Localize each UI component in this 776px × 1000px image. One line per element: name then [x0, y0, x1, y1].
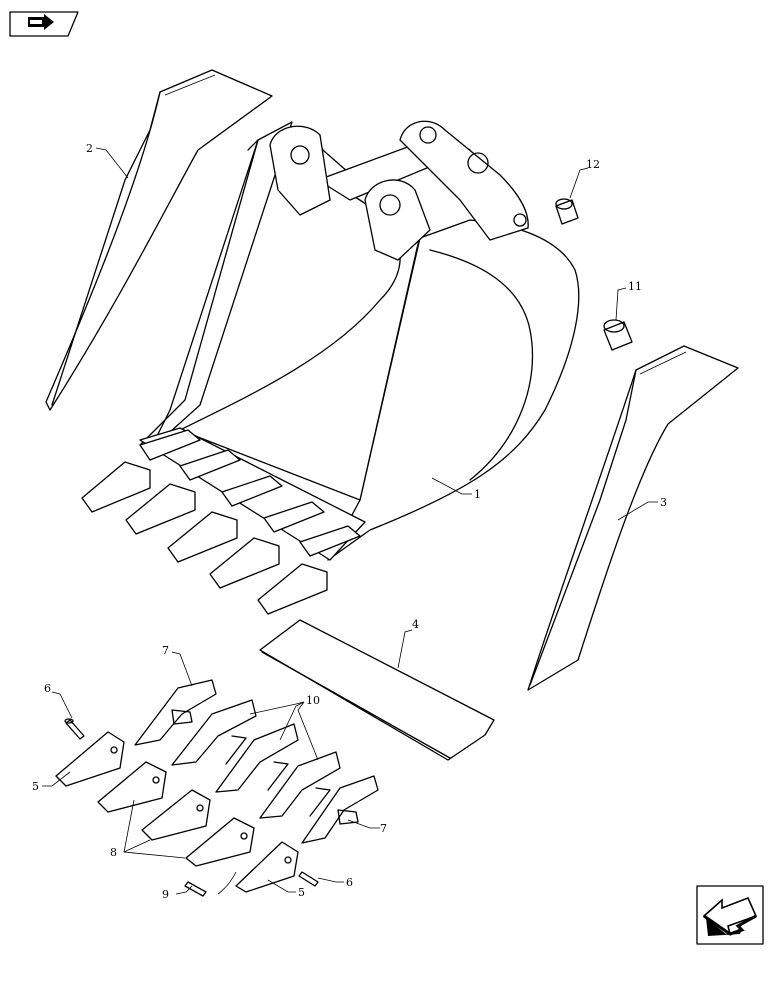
bucket-teeth-row — [81, 429, 361, 615]
callout-11: 11 — [628, 280, 642, 293]
bushing-small — [555, 198, 579, 225]
callout-9: 9 — [162, 888, 169, 901]
bucket-assembly — [81, 120, 580, 615]
tooth-points-group — [171, 699, 341, 819]
bushing-large — [603, 319, 633, 351]
callout-4: 4 — [412, 618, 419, 631]
callout-6a: 6 — [44, 682, 51, 695]
callout-10: 10 — [306, 694, 320, 707]
leader-lines — [42, 147, 658, 895]
next-page-arrow-icon[interactable] — [696, 885, 764, 945]
adapter-upper-left — [134, 679, 217, 746]
callout-7b: 7 — [380, 822, 387, 835]
callout-12: 12 — [586, 158, 600, 171]
callout-1: 1 — [474, 488, 481, 501]
retaining-pin-upper — [64, 718, 85, 740]
retaining-pin-lower-left — [184, 881, 207, 897]
callout-2: 2 — [86, 142, 93, 155]
teeth-group — [55, 731, 299, 893]
callout-5b: 5 — [298, 886, 305, 899]
adapter-lower-right — [301, 775, 379, 844]
callout-6b: 6 — [346, 876, 353, 889]
back-arrow-tab-icon[interactable] — [9, 11, 79, 37]
retaining-pin-lower-right — [298, 871, 319, 887]
callout-5a: 5 — [32, 780, 39, 793]
side-cutter-right — [527, 345, 739, 691]
side-cutter-left — [45, 69, 273, 411]
callout-3: 3 — [660, 496, 667, 509]
cutting-edge — [259, 619, 495, 761]
callout-8: 8 — [110, 846, 117, 859]
callout-labels: 2 1 3 4 5 5 6 6 7 7 8 9 10 11 12 — [32, 142, 667, 901]
callout-7a: 7 — [162, 644, 169, 657]
